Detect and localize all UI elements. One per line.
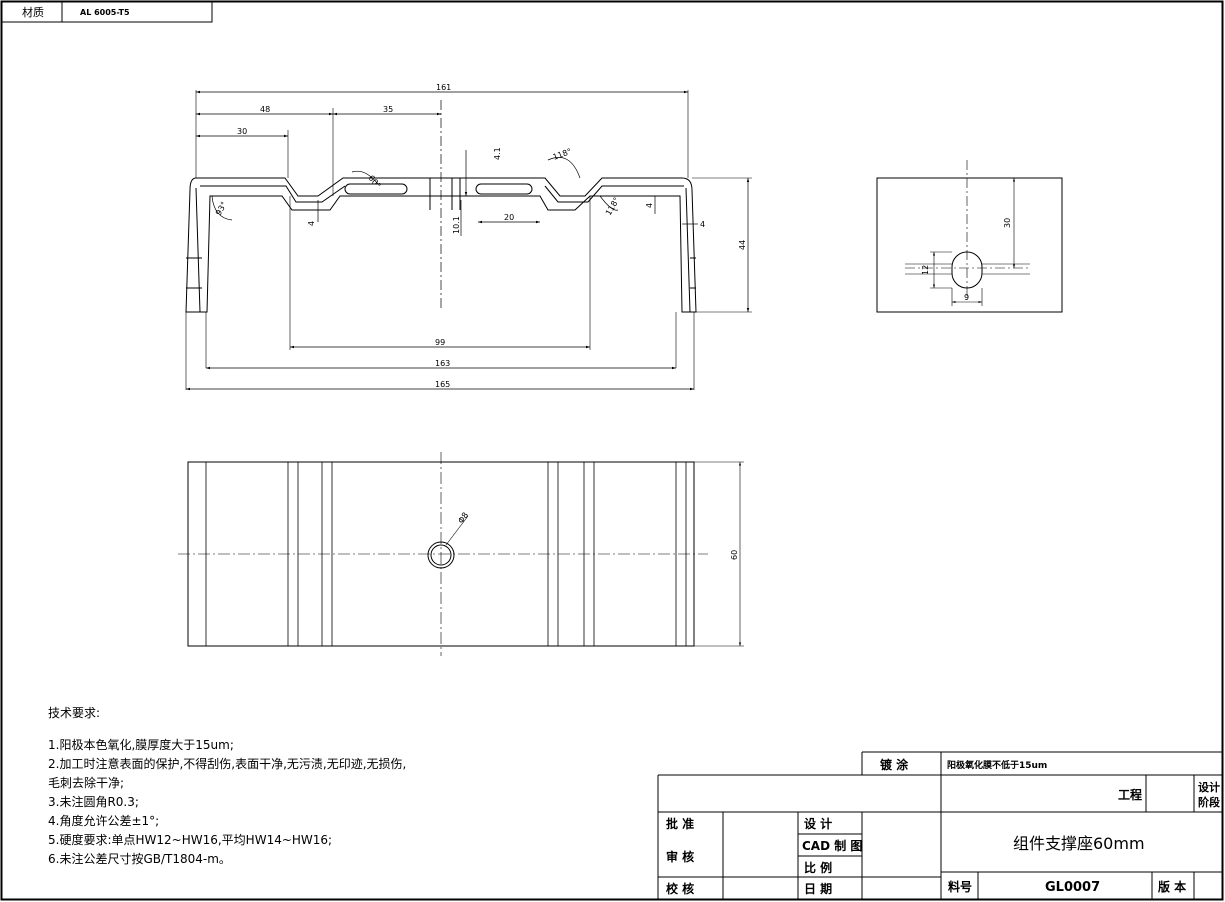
design-label: 设 计 xyxy=(804,816,832,831)
coating-value: 阳极氧化膜不低于15um xyxy=(947,759,1047,771)
top-dim-60: 60 xyxy=(730,550,739,560)
side-dim-30: 30 xyxy=(1003,218,1012,228)
material-box: 材质 AL 6005-T5 xyxy=(1,1,213,23)
profile-inner-right xyxy=(685,187,696,313)
check-label: 校 核 xyxy=(666,881,694,896)
profile-inner-left xyxy=(186,187,202,313)
dim-99: 99 xyxy=(435,338,445,347)
notes-line-2: 2.加工时注意表面的保护,不得刮伤,表面干净,无污渍,无印迹,无损伤, xyxy=(48,756,406,771)
dim-4-1: 4.1 xyxy=(493,147,502,160)
front-view-dimensions: 161 48 35 30 4.1 118° 60° 93° 118° 4 4 4… xyxy=(214,83,747,389)
dim-angle-118-top: 118° xyxy=(552,147,573,162)
title-block-text: 镀 涂 阳极氧化膜不低于15um 工程 设计 阶段 批 准 审 核 校 核 设 … xyxy=(666,757,1224,896)
version-label: 版 本 xyxy=(1158,879,1186,894)
scale-label: 比 例 xyxy=(804,860,832,875)
top-view xyxy=(178,452,744,656)
notes-line-3: 毛刺去除干净; xyxy=(48,775,124,790)
side-dim-9: 9 xyxy=(964,293,969,302)
design-stage-label-line-2: 阶段 xyxy=(1198,795,1220,809)
dim-4-left: 4 xyxy=(307,221,316,226)
dim-10-1: 10.1 xyxy=(452,216,461,234)
side-view xyxy=(876,160,1063,313)
part-no-label: 料号 xyxy=(948,879,972,894)
dim-35: 35 xyxy=(383,105,393,114)
dim-20: 20 xyxy=(504,213,514,222)
dim-angle-118-right: 118° xyxy=(604,196,621,217)
dim-163: 163 xyxy=(435,359,450,368)
top-view-dimensions: Φ8 60 xyxy=(456,511,739,560)
notes-line-4: 3.未注圆角R0.3; xyxy=(48,794,139,809)
approve-label: 批 准 xyxy=(666,816,694,831)
design-stage-label: 设计 阶段 xyxy=(1198,780,1224,809)
dim-angle-60: 60° xyxy=(366,174,382,191)
side-view-dimensions: 30 12 9 xyxy=(921,218,1012,302)
top-dim-hole: Φ8 xyxy=(456,511,470,525)
technical-notes: 技术要求: 1.阳极本色氧化,膜厚度大于15um; 2.加工时注意表面的保护,不… xyxy=(48,706,406,866)
dim-angle-93: 93° xyxy=(214,200,229,217)
slot-left xyxy=(344,183,408,195)
project-label: 工程 xyxy=(1118,787,1142,802)
cad-label: CAD 制 图 xyxy=(802,838,862,853)
side-view-outline xyxy=(876,177,1063,313)
part-no: GL0007 xyxy=(1045,880,1100,895)
part-name: 组件支撑座60mm xyxy=(1013,834,1145,853)
dim-161: 161 xyxy=(436,83,451,92)
notes-line-7: 6.未注公差尺寸按GB/T1804-m。 xyxy=(48,851,231,866)
dim-4-side: 4 xyxy=(700,220,705,229)
notes-title: 技术要求: xyxy=(48,706,100,720)
review-label: 审 核 xyxy=(666,849,694,864)
notes-line-1: 1.阳极本色氧化,膜厚度大于15um; xyxy=(48,737,234,752)
notes-line-6: 5.硬度要求:单点HW12~HW16,平均HW14~HW16; xyxy=(48,832,332,847)
dim-4-right: 4 xyxy=(645,203,654,208)
dim-48: 48 xyxy=(260,105,270,114)
front-view xyxy=(185,90,752,391)
slot-right xyxy=(475,183,533,195)
hole-inner xyxy=(430,544,452,566)
date-label: 日 期 xyxy=(804,881,832,896)
dim-30: 30 xyxy=(237,127,247,136)
dim-44: 44 xyxy=(738,240,747,250)
coating-label: 镀 涂 xyxy=(880,757,909,772)
side-dim-12: 12 xyxy=(921,265,930,275)
material-value: AL 6005-T5 xyxy=(80,8,130,17)
material-label: 材质 xyxy=(22,5,44,19)
design-stage-label-line: 设计 xyxy=(1198,780,1220,794)
notes-line-5: 4.角度允许公差±1°; xyxy=(48,813,159,828)
profile-outer xyxy=(185,177,697,313)
dim-165: 165 xyxy=(435,380,450,389)
title-block xyxy=(657,751,1222,899)
